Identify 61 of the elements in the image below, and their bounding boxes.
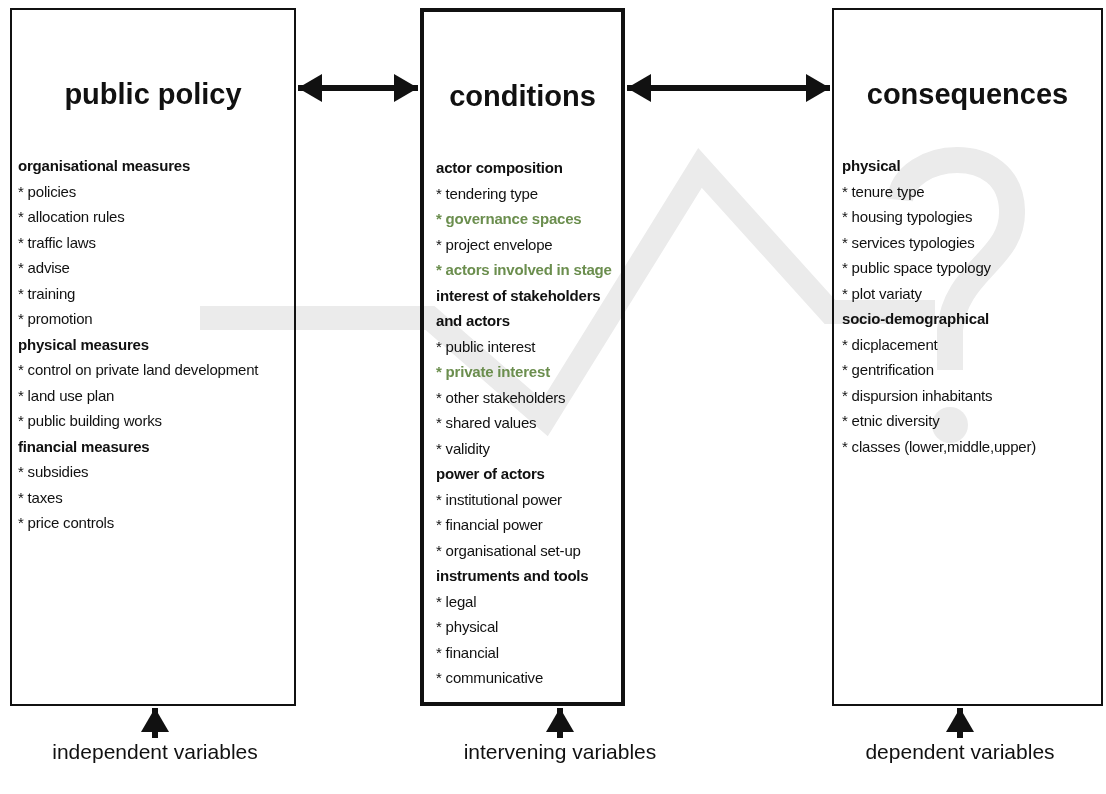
variable-label: intervening variables [425, 738, 695, 766]
list-item: * allocation rules [18, 207, 126, 227]
list-item: * classes (lower,middle,upper) [842, 436, 1038, 457]
list-item: * communicative [436, 668, 545, 688]
list-item: * dispursion inhabitants [842, 385, 994, 406]
arrow [298, 74, 418, 102]
highlighted-list-item: * governance spaces [436, 209, 583, 229]
list-item: * land use plan [18, 385, 116, 406]
list-item: * dicplacement [842, 334, 939, 355]
highlighted-list-item: * private interest [436, 362, 551, 382]
list-item: * services typologies [842, 232, 976, 253]
box-heading: consequences [865, 77, 1070, 112]
section-heading: actor composition [436, 158, 564, 178]
list-item: * physical [436, 617, 500, 637]
box-heading: public policy [63, 77, 243, 112]
section-heading: physical measures [18, 334, 150, 355]
box-heading: conditions [448, 79, 597, 114]
list-item: * shared values [436, 413, 538, 433]
section-heading: socio-demographical [842, 309, 991, 329]
section-heading: organisational measures [18, 156, 192, 176]
arrow [141, 708, 169, 738]
list-item: * taxes [18, 487, 64, 508]
arrow [546, 708, 574, 738]
list-item: * validity [436, 438, 491, 459]
list-item: * public space typology [842, 258, 992, 278]
list-item: * legal [436, 591, 478, 612]
section-heading: instruments and tools [436, 566, 590, 586]
list-item: * gentrification [842, 360, 935, 380]
list-item: * policies [18, 181, 78, 202]
list-item: * institutional power [436, 489, 563, 510]
list-item: * price controls [18, 513, 115, 533]
list-item: * financial power [436, 515, 544, 535]
section-heading: physical [842, 156, 902, 176]
list-item: * etnic diversity [842, 411, 941, 431]
list-item: * public interest [436, 336, 537, 357]
list-item: * tenure type [842, 181, 926, 202]
list-item: * training [18, 283, 77, 304]
variable-label: dependent variables [825, 738, 1095, 766]
list-item: * financial [436, 642, 500, 663]
highlighted-list-item: * actors involved in stage [436, 260, 613, 280]
section-heading: financial measures [18, 436, 151, 457]
list-item: * subsidies [18, 462, 90, 482]
list-item: * plot variaty [842, 283, 923, 304]
list-item: * other stakeholders [436, 387, 567, 408]
section-heading: power of actors [436, 464, 546, 484]
arrow [627, 74, 830, 102]
category-box [10, 8, 296, 706]
list-item: * organisational set-up [436, 540, 582, 561]
section-heading: interest of stakeholders and actors [436, 285, 602, 331]
list-item: * housing typologies [842, 207, 974, 227]
category-box [832, 8, 1103, 706]
list-item: * promotion [18, 309, 94, 329]
variable-label: independent variables [20, 738, 290, 766]
list-item: * advise [18, 258, 71, 278]
list-item: * project envelope [436, 234, 554, 255]
arrow [946, 708, 974, 738]
list-item: * tendering type [436, 183, 539, 204]
list-item: * traffic laws [18, 232, 97, 253]
list-item: * control on private land development [18, 360, 260, 380]
list-item: * public building works [18, 411, 163, 431]
category-box [420, 8, 625, 706]
